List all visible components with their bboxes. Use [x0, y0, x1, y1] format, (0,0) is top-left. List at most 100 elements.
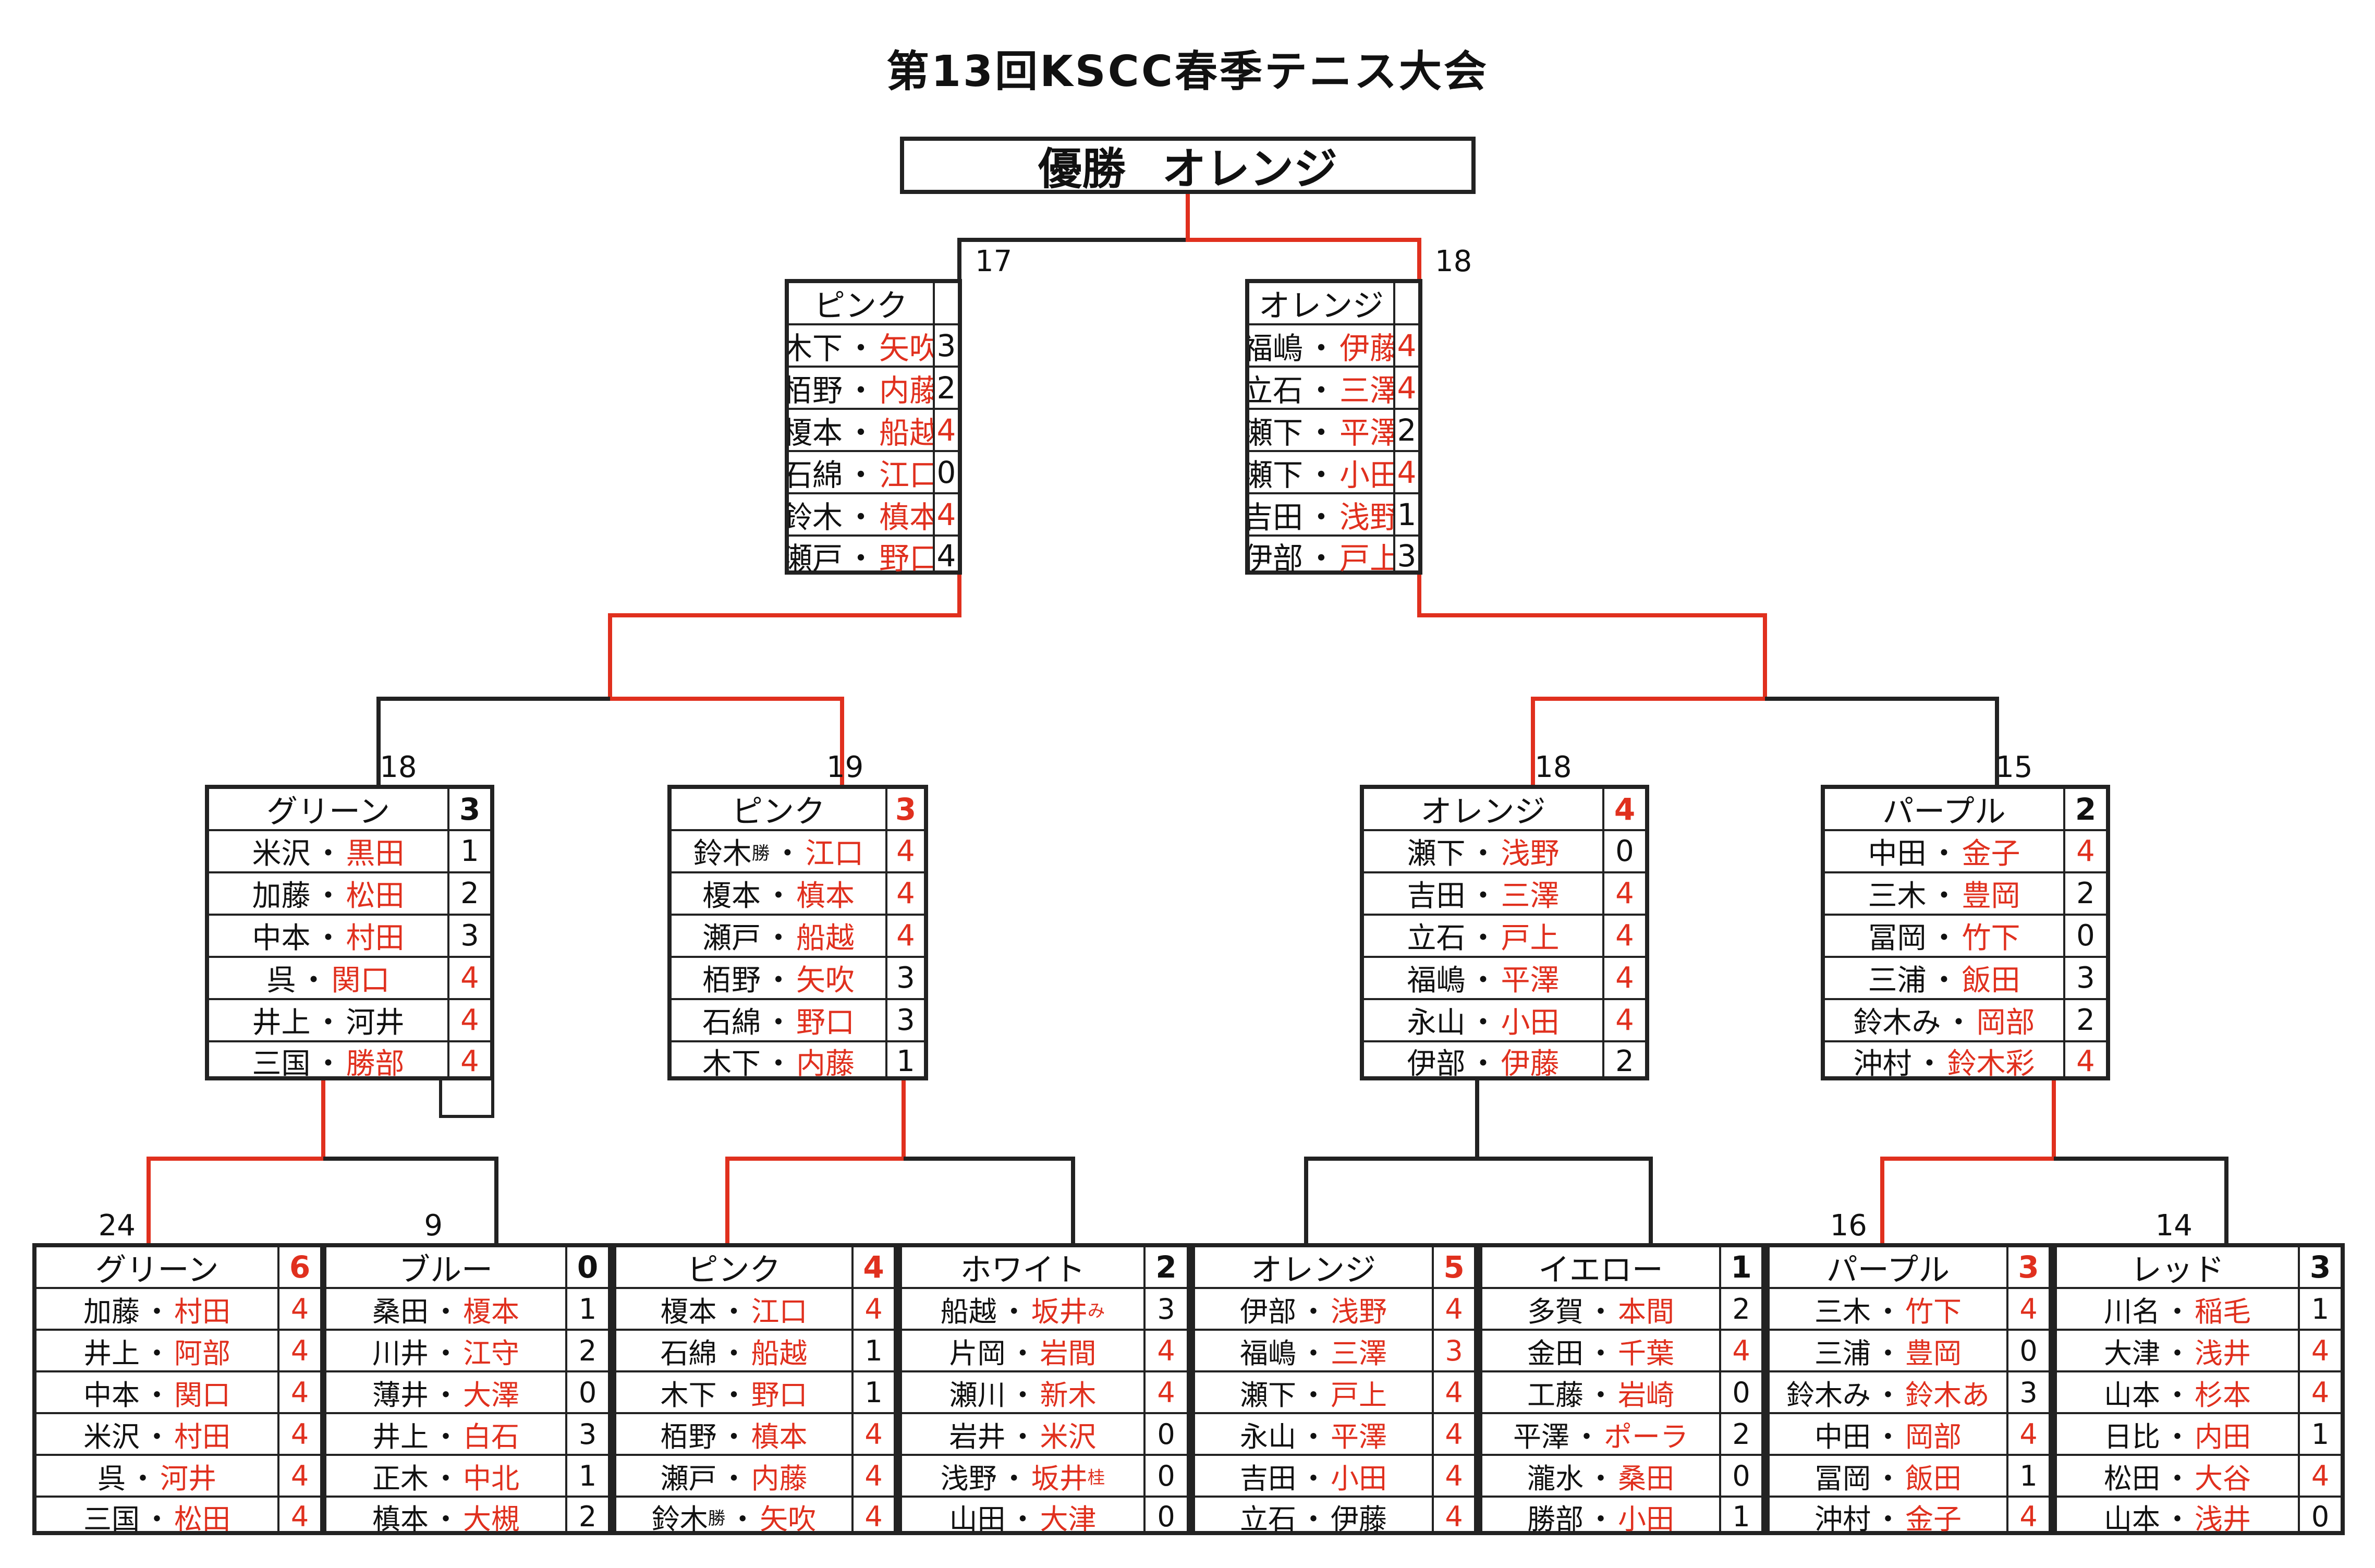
player-2: 阿部 — [174, 1336, 230, 1370]
pair-separator: ・ — [846, 372, 876, 408]
match-row: 立石・三澤4 — [1249, 368, 1418, 410]
player-1: 浅野 — [940, 1462, 997, 1495]
game-score: 4 — [1146, 1331, 1187, 1370]
team-header: オレンジ — [1249, 283, 1418, 325]
pair-names: 瀬下・平澤 — [1249, 410, 1395, 450]
player-1: 立石 — [1240, 1502, 1296, 1536]
game-score: 1 — [1721, 1498, 1761, 1535]
line-orange-semi — [1531, 697, 1765, 785]
player-2: 浅野 — [1501, 837, 1560, 871]
pair-names: 薄井・大澤 — [326, 1372, 567, 1412]
team-score-text: 3 — [2018, 1249, 2039, 1285]
pair-names: 瀬川・新木 — [902, 1372, 1146, 1412]
player-2: 内藤 — [879, 372, 935, 408]
player-2: 船越 — [796, 921, 855, 955]
pair-separator: ・ — [764, 879, 793, 913]
player-2: 河井 — [160, 1462, 216, 1495]
game-score: 2 — [1721, 1414, 1761, 1454]
game-score-text: 4 — [2311, 1459, 2330, 1492]
team-name-text: ピンク — [687, 1251, 781, 1287]
player-1: 沖村 — [1853, 1047, 1912, 1080]
player-1: 三国 — [252, 1047, 311, 1080]
pair-names: 福嶋・平澤 — [1364, 958, 1604, 998]
game-score-text: 4 — [864, 1292, 883, 1326]
player-2: 浅野 — [1339, 499, 1395, 535]
team-name: イエロー — [1482, 1247, 1721, 1287]
pair-names: 榎本・江口 — [616, 1289, 854, 1329]
team-score-text: 3 — [459, 791, 481, 827]
game-score-text: 4 — [290, 1292, 309, 1326]
team-name-text: ピンク — [814, 288, 908, 323]
pair-separator: ・ — [143, 1502, 171, 1536]
pair-separator: ・ — [1008, 1378, 1037, 1412]
pair-separator: ・ — [764, 921, 793, 955]
game-score-text: 4 — [1397, 454, 1417, 490]
team-name: ピンク — [789, 283, 935, 323]
player-2: 金子 — [1962, 837, 2020, 871]
player-1: 伊部 — [1407, 1047, 1466, 1080]
team-score: 3 — [449, 789, 490, 829]
player-1-suffix: 勝 — [751, 843, 770, 864]
player-2: 浅井 — [2195, 1336, 2251, 1370]
game-score: 4 — [2065, 831, 2106, 871]
team-score: 6 — [279, 1247, 320, 1287]
team-name: オレンジ — [1364, 789, 1604, 829]
player-1: 中本 — [83, 1378, 140, 1412]
player-2-suffix: 桂 — [1087, 1467, 1105, 1488]
player-2: 伊藤 — [1331, 1502, 1387, 1536]
game-score-text: 4 — [460, 961, 479, 995]
game-score-text: 1 — [2311, 1292, 2330, 1326]
pair-names: 船越・坂井み — [902, 1289, 1146, 1329]
pair-names: 吉田・三澤 — [1364, 873, 1604, 914]
line-yellow-first — [1477, 1157, 1653, 1243]
game-score: 0 — [567, 1372, 608, 1412]
team-score-text: 3 — [895, 791, 917, 827]
game-score: 4 — [1434, 1372, 1474, 1412]
team-points-label: 16 — [1830, 1209, 1867, 1243]
match-row: 石綿・江口0 — [789, 452, 958, 494]
game-score-text: 4 — [1397, 370, 1417, 406]
player-1: 槙本 — [372, 1502, 429, 1536]
pair-names: 平澤・ポーラ — [1482, 1414, 1721, 1454]
player-1: 三浦 — [1868, 964, 1927, 998]
team-name: レッド — [2057, 1247, 2300, 1287]
pair-separator: ・ — [2163, 1420, 2191, 1453]
game-score-text: 3 — [1445, 1334, 1463, 1367]
game-score-text: 4 — [864, 1417, 883, 1451]
team-points-label: 19 — [826, 750, 864, 784]
game-score-text: 3 — [1157, 1292, 1175, 1326]
player-1: 榎本 — [660, 1295, 717, 1328]
line-red-first — [2054, 1157, 2228, 1243]
game-score: 4 — [887, 873, 924, 914]
team-score-text: 6 — [289, 1249, 311, 1285]
pair-names: 石綿・江口 — [789, 452, 935, 492]
game-score: 4 — [449, 1042, 490, 1080]
pair-names: 三国・松田 — [36, 1498, 279, 1535]
team-name-text: グリーン — [95, 1251, 219, 1287]
player-2: 野口 — [879, 540, 935, 575]
game-score: 1 — [2300, 1414, 2341, 1454]
pair-names: 榎本・槙本 — [672, 873, 887, 914]
player-1: 薄井 — [372, 1378, 429, 1412]
pair-separator: ・ — [1299, 1420, 1327, 1453]
player-1: 瀬下 — [1249, 457, 1303, 493]
player-2: 槙本 — [751, 1420, 808, 1453]
player-1: 瀬戸 — [789, 540, 843, 575]
team-name-text: パープル — [1882, 794, 2006, 829]
team-score: 5 — [1434, 1247, 1474, 1287]
game-score: 4 — [887, 831, 924, 871]
player-1: 加藤 — [83, 1295, 140, 1328]
game-score: 4 — [2300, 1372, 2341, 1412]
team-name: パープル — [1825, 789, 2065, 829]
team-points-label: 18 — [380, 750, 417, 784]
pair-names: 伊部・戸上 — [1249, 537, 1395, 575]
